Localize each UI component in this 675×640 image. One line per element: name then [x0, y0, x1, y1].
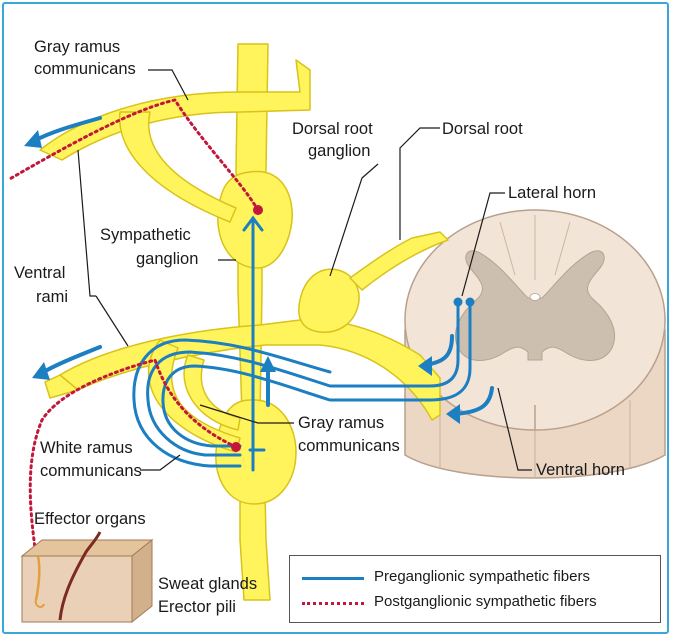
label-ventral-rami-2: rami — [36, 288, 68, 306]
label-erector-pili: Erector pili — [158, 598, 236, 616]
upper-postganglionic-cell — [253, 205, 263, 215]
label-white-ramus-1: White ramus — [40, 439, 133, 457]
label-dorsal-root-ganglion-1: Dorsal root — [292, 120, 373, 138]
label-white-ramus-2: communicans — [40, 462, 142, 480]
legend-swatch-postganglionic — [302, 602, 364, 605]
label-gray-ramus-bottom-2: communicans — [298, 437, 400, 455]
label-gray-ramus-bottom-1: Gray ramus — [298, 414, 384, 432]
label-lateral-horn: Lateral horn — [508, 184, 596, 202]
label-gray-ramus-top-1: Gray ramus — [34, 38, 120, 56]
legend-label-postganglionic: Postganglionic sympathetic fibers — [374, 593, 597, 610]
label-sweat-glands: Sweat glands — [158, 575, 257, 593]
legend-label-preganglionic: Preganglionic sympathetic fibers — [374, 568, 590, 585]
label-ventral-rami-1: Ventral — [14, 264, 65, 282]
legend-item-preganglionic: Preganglionic sympathetic fibers — [290, 568, 660, 588]
legend-item-postganglionic: Postganglionic sympathetic fibers — [290, 593, 660, 613]
label-sympathetic-ganglion-2: ganglion — [136, 250, 198, 268]
upper-gray-ramus — [120, 112, 236, 222]
label-sympathetic-ganglion-1: Sympathetic — [100, 226, 191, 244]
label-dorsal-root-ganglion-2: ganglion — [308, 142, 370, 160]
legend-swatch-preganglionic — [302, 577, 364, 580]
label-ventral-horn: Ventral horn — [536, 461, 625, 479]
lateral-horn-neuron-2 — [466, 298, 475, 307]
legend: Preganglionic sympathetic fibers Postgan… — [289, 555, 661, 623]
lower-postganglionic-cell — [231, 442, 241, 452]
lateral-horn-neuron-1 — [454, 298, 463, 307]
spinal-cord — [405, 210, 665, 478]
label-dorsal-root: Dorsal root — [442, 120, 523, 138]
label-gray-ramus-top-2: communicans — [34, 60, 136, 78]
skin-block — [22, 532, 152, 622]
label-effector-organs: Effector organs — [34, 510, 146, 528]
